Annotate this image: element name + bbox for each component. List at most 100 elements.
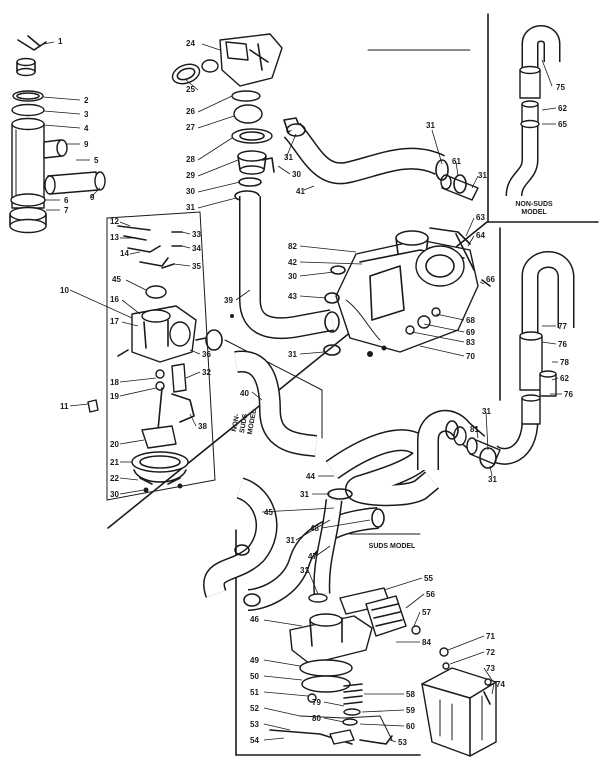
part-label-32: 32	[202, 368, 211, 377]
part-label-76: 76	[558, 340, 567, 349]
part-label-35: 35	[192, 262, 201, 271]
part-label-20: 20	[110, 440, 119, 449]
hose-network	[203, 25, 575, 611]
part-label-31: 31	[426, 121, 435, 130]
part-label-4: 4	[84, 124, 89, 133]
part-label-47: 47	[308, 552, 317, 561]
part-label-64: 64	[476, 231, 485, 240]
part-label-10: 10	[60, 286, 69, 295]
part-label-78: 78	[560, 358, 569, 367]
part-label-48: 48	[310, 524, 319, 533]
part-label-56: 56	[426, 590, 435, 599]
part-label-50: 50	[250, 672, 259, 681]
non-suds-right-caption-line2: MODEL	[521, 209, 547, 216]
part-label-81: 81	[470, 425, 479, 434]
part-label-30: 30	[186, 187, 195, 196]
part-label-44: 44	[306, 472, 315, 481]
non-suds-center-caption-line2: SUDS	[239, 413, 249, 434]
part-label-42: 42	[288, 258, 297, 267]
part-label-31: 31	[482, 407, 491, 416]
suds-model-caption: SUDS MODEL	[369, 543, 416, 550]
part-label-33: 33	[192, 230, 201, 239]
part-label-84: 84	[422, 638, 431, 647]
part-label-17: 17	[110, 317, 119, 326]
part-label-65: 65	[558, 120, 567, 129]
part-label-46: 46	[250, 615, 259, 624]
tube-segments	[440, 65, 557, 465]
part-label-76: 76	[564, 390, 573, 399]
part-label-62: 62	[560, 374, 569, 383]
part-label-39: 39	[224, 296, 233, 305]
mounting-bracket	[421, 647, 497, 757]
model-captions: NON-SUDS MODEL NON- SUDS MODEL SUDS MODE…	[231, 201, 553, 550]
part-label-59: 59	[406, 706, 415, 715]
part-label-57: 57	[422, 608, 431, 617]
part-label-38: 38	[198, 422, 207, 431]
part-label-75: 75	[556, 83, 565, 92]
part-label-31: 31	[288, 350, 297, 359]
part-label-36: 36	[202, 350, 211, 359]
part-label-58: 58	[406, 690, 415, 699]
part-label-53: 53	[250, 720, 259, 729]
part-label-27: 27	[186, 123, 195, 132]
part-label-41: 41	[296, 187, 305, 196]
part-label-43: 43	[288, 292, 297, 301]
part-label-68: 68	[466, 316, 475, 325]
suds-valve-assembly	[269, 587, 421, 745]
part-label-34: 34	[192, 244, 201, 253]
part-label-79: 79	[312, 698, 321, 707]
non-suds-center-caption-line1: NON-	[231, 413, 241, 432]
part-label-24: 24	[186, 39, 195, 48]
part-label-3: 3	[84, 110, 89, 119]
part-label-55: 55	[424, 574, 433, 583]
part-label-2: 2	[84, 96, 89, 105]
part-label-30: 30	[110, 490, 119, 499]
part-label-31: 31	[300, 490, 309, 499]
part-label-16: 16	[110, 295, 119, 304]
part-label-25: 25	[186, 85, 195, 94]
part-label-21: 21	[110, 458, 119, 467]
part-label-45: 45	[264, 508, 273, 517]
part-label-70: 70	[466, 352, 475, 361]
part-label-71: 71	[486, 632, 495, 641]
part-label-72: 72	[486, 648, 495, 657]
part-label-77: 77	[558, 322, 567, 331]
part-label-31: 31	[478, 171, 487, 180]
upper-pump-head	[171, 33, 301, 202]
part-label-22: 22	[110, 474, 119, 483]
part-label-69: 69	[466, 328, 475, 337]
part-label-14: 14	[120, 249, 129, 258]
part-label-66: 66	[486, 275, 495, 284]
part-label-7: 7	[64, 206, 69, 215]
part-label-5: 5	[94, 156, 99, 165]
part-label-12: 12	[110, 217, 119, 226]
part-label-31: 31	[300, 566, 309, 575]
part-label-26: 26	[186, 107, 195, 116]
part-label-9: 9	[90, 193, 95, 202]
part-label-83: 83	[466, 338, 475, 347]
part-label-18: 18	[110, 378, 119, 387]
part-label-30: 30	[292, 170, 301, 179]
part-label-13: 13	[110, 233, 119, 242]
part-label-51: 51	[250, 688, 259, 697]
part-label-31: 31	[186, 203, 195, 212]
part-label-30: 30	[288, 272, 297, 281]
part-label-82: 82	[288, 242, 297, 251]
part-label-1: 1	[58, 37, 63, 46]
non-suds-center-caption-line3: MODEL	[247, 408, 258, 435]
part-label-31: 31	[488, 475, 497, 484]
part-label-53: 53	[398, 738, 407, 747]
non-suds-right-caption-line1: NON-SUDS	[515, 201, 553, 208]
part-label-6: 6	[64, 196, 69, 205]
part-label-11: 11	[60, 402, 69, 411]
part-label-63: 63	[476, 213, 485, 222]
part-label-28: 28	[186, 155, 195, 164]
part-label-9: 9	[84, 140, 89, 149]
part-label-29: 29	[186, 171, 195, 180]
part-label-45: 45	[112, 275, 121, 284]
valve-assembly	[87, 225, 234, 493]
part-label-74: 74	[496, 680, 505, 689]
inlet-pipe-assembly	[9, 35, 106, 234]
